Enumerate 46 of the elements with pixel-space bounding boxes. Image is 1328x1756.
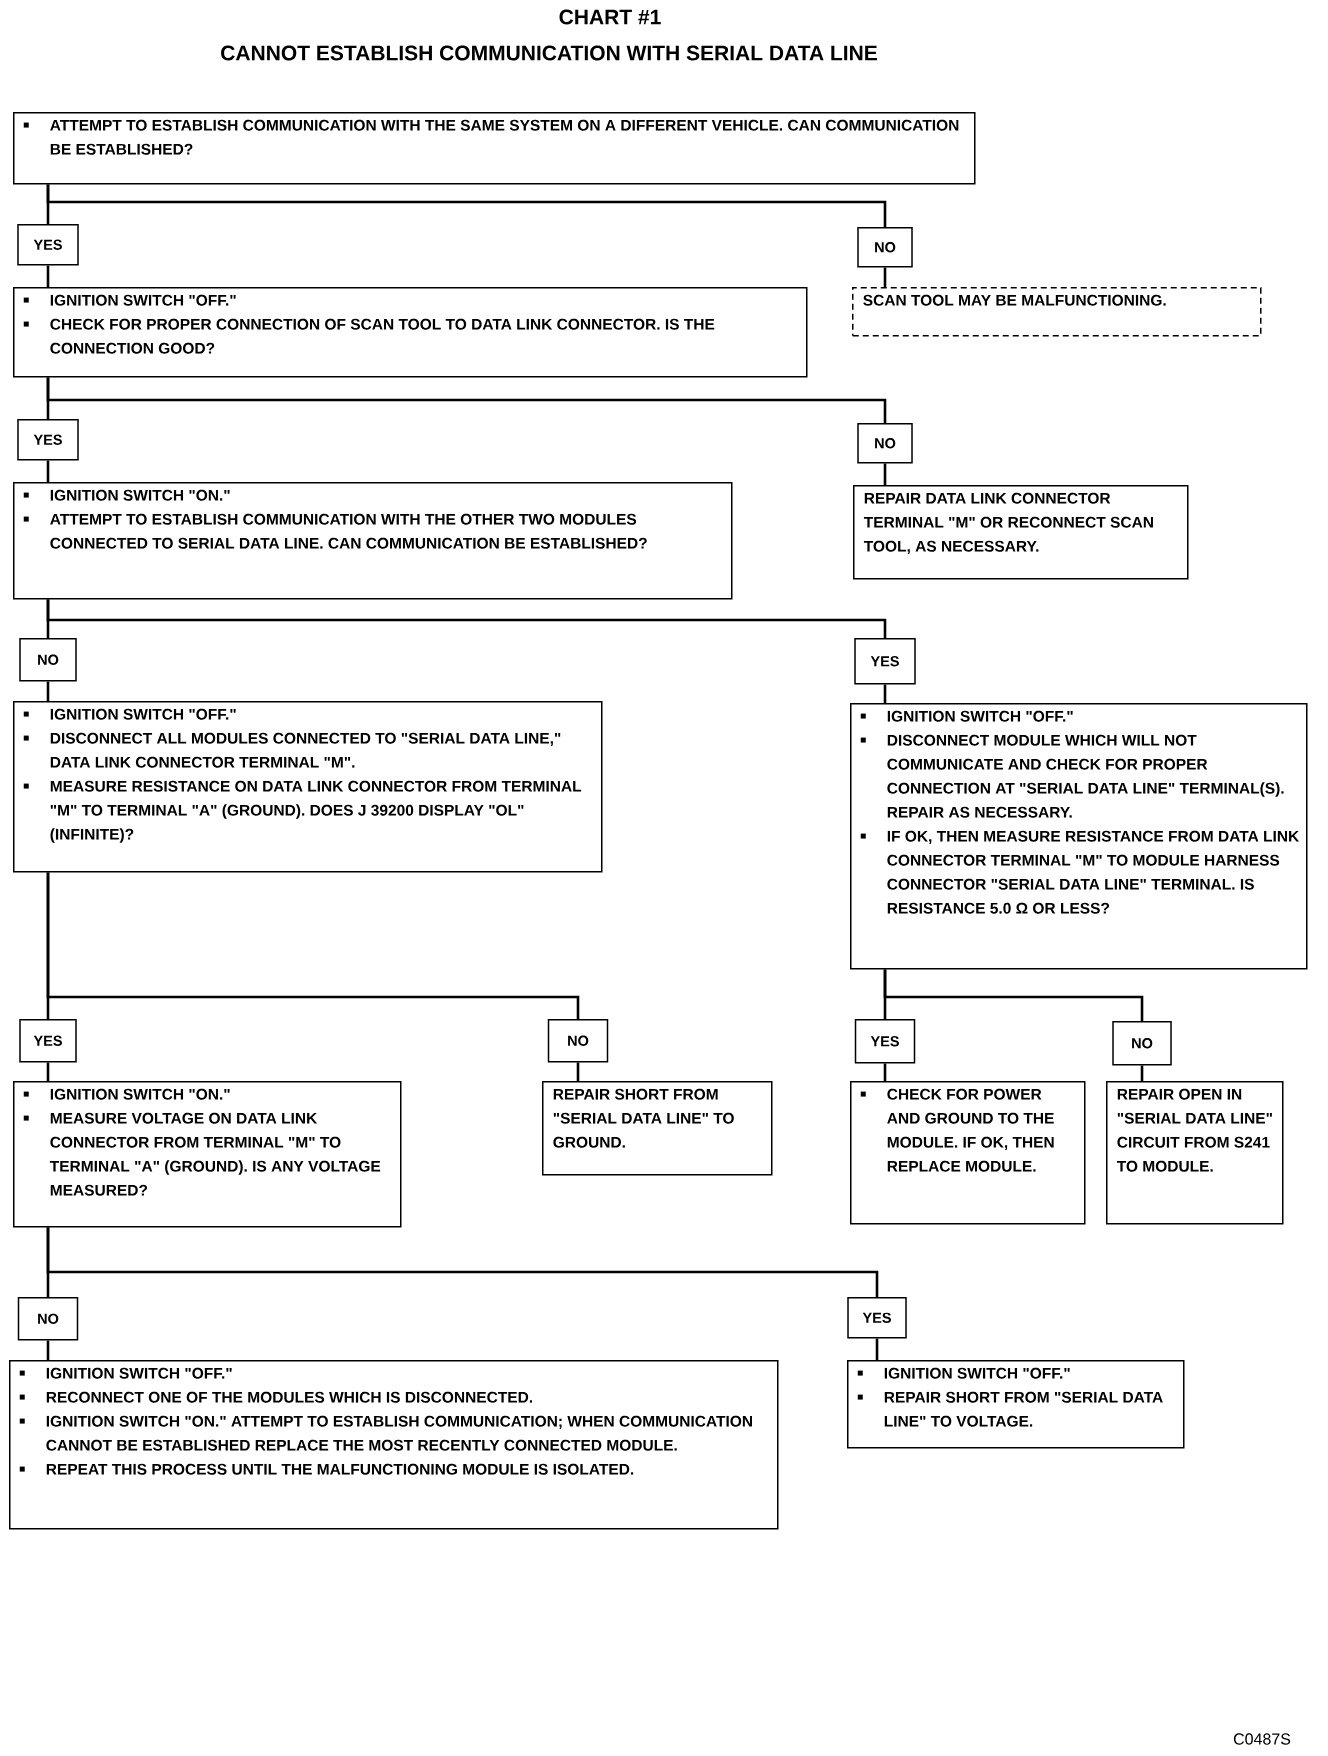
- decision-box: ATTEMPT TO ESTABLISH COMMUNICATION WITH THE SAME SYSTEM ON A DIFFERENT VEHICLE. CAN COMMUNICATION BE ESTABLISHED?: [13, 112, 976, 185]
- connector-line: [576, 1062, 580, 1081]
- action-box: REPAIR OPEN IN "SERIAL DATA LINE" CIRCUIT FROM S241 TO MODULE.: [1106, 1081, 1284, 1225]
- answer-tag: YES: [17, 419, 79, 461]
- answer-tag: YES: [854, 638, 916, 685]
- connector-line: [46, 377, 887, 423]
- decision-box: IGNITION SWITCH "OFF." CHECK FOR PROPER CONNECTION OF SCAN TOOL TO DATA LINK CONNECTOR. IS THE CONNECTION GOOD?: [13, 287, 808, 378]
- answer-tag: YES: [19, 1019, 77, 1063]
- answer-tag: YES: [854, 1019, 916, 1064]
- connector-line: [883, 267, 887, 287]
- connector-line: [883, 463, 887, 485]
- answer-tag: NO: [19, 638, 77, 682]
- connector-line: [46, 872, 580, 1019]
- connector-line: [46, 681, 50, 701]
- connector-line: [46, 1340, 50, 1360]
- action-box: IGNITION SWITCH "OFF." RECONNECT ONE OF THE MODULES WHICH IS DISCONNECTED. IGNITION SWITCH "ON." ATTEMPT TO ESTABLISH COMMUNICATION; WHEN COMMUNICATION CANNOT BE ESTABLISHED REPLACE THE MOST RECENTLY CONNECTED MODULE. REPEAT THIS PROCESS UNTIL THE MALFUNCTIONING MODULE IS ISOLATED.: [9, 1360, 779, 1530]
- connector-line: [1140, 1065, 1144, 1081]
- answer-tag: YES: [847, 1297, 907, 1339]
- connector-line: [46, 460, 50, 482]
- connector-line: [883, 969, 1144, 1021]
- answer-tag: NO: [17, 1297, 79, 1341]
- action-box: SCAN TOOL MAY BE MALFUNCTIONING.: [852, 287, 1262, 337]
- chart-title: CANNOT ESTABLISH COMMUNICATION WITH SERIAL DATA LINE: [221, 45, 877, 61]
- answer-tag: NO: [857, 227, 913, 268]
- connector-line: [46, 1227, 879, 1297]
- connector-line: [875, 1338, 879, 1360]
- decision-box: IGNITION SWITCH "ON." MEASURE VOLTAGE ON DATA LINK CONNECTOR FROM TERMINAL "M" TO TERMINAL "A" (GROUND). IS ANY VOLTAGE MEASURED?: [13, 1081, 402, 1228]
- connector-line: [883, 684, 887, 703]
- connector-line: [883, 1063, 887, 1081]
- decision-box: IGNITION SWITCH "ON." ATTEMPT TO ESTABLISH COMMUNICATION WITH THE OTHER TWO MODULES CONNECTED TO SERIAL DATA LINE. CAN COMMUNICATION BE ESTABLISHED?: [13, 482, 733, 600]
- answer-tag: YES: [17, 224, 79, 266]
- action-box: REPAIR DATA LINK CONNECTOR TERMINAL "M" OR RECONNECT SCAN TOOL, AS NECESSARY.: [853, 485, 1189, 580]
- action-box: IGNITION SWITCH "OFF." REPAIR SHORT FROM "SERIAL DATA LINE" TO VOLTAGE.: [847, 1360, 1185, 1449]
- chart-number: CHART #1: [559, 9, 661, 25]
- figure-code: C0487S: [1233, 1733, 1291, 1745]
- connector-line: [46, 599, 887, 638]
- action-box: CHECK FOR POWER AND GROUND TO THE MODULE. IF OK, THEN REPLACE MODULE.: [850, 1081, 1086, 1225]
- action-box: REPAIR SHORT FROM "SERIAL DATA LINE" TO GROUND.: [542, 1081, 773, 1176]
- connector-line: [46, 184, 887, 227]
- decision-box: IGNITION SWITCH "OFF." DISCONNECT ALL MODULES CONNECTED TO "SERIAL DATA LINE," DATA LINK CONNECTOR TERMINAL "M". MEASURE RESISTANCE ON DATA LINK CONNECTOR FROM TERMINAL "M" TO TERMINAL "A" (GROUND). DOES J 39200 DISPLAY "OL" (INFINITE)?: [13, 701, 603, 873]
- answer-tag: NO: [857, 423, 913, 464]
- connector-line: [46, 265, 50, 287]
- connector-line: [46, 1062, 50, 1081]
- answer-tag: NO: [547, 1019, 609, 1063]
- answer-tag: NO: [1112, 1021, 1172, 1066]
- decision-box: IGNITION SWITCH "OFF." DISCONNECT MODULE WHICH WILL NOT COMMUNICATE AND CHECK FOR PROPER CONNECTION AT "SERIAL DATA LINE" TERMINAL(S). REPAIR AS NECESSARY. IF OK, THEN MEASURE RESISTANCE FROM DATA LINK CONNECTOR TERMINAL "M" TO MODULE HARNESS CONNECTOR "SERIAL DATA LINE" TERMINAL. IS RESISTANCE 5.0 Ω OR LESS?: [850, 703, 1308, 970]
